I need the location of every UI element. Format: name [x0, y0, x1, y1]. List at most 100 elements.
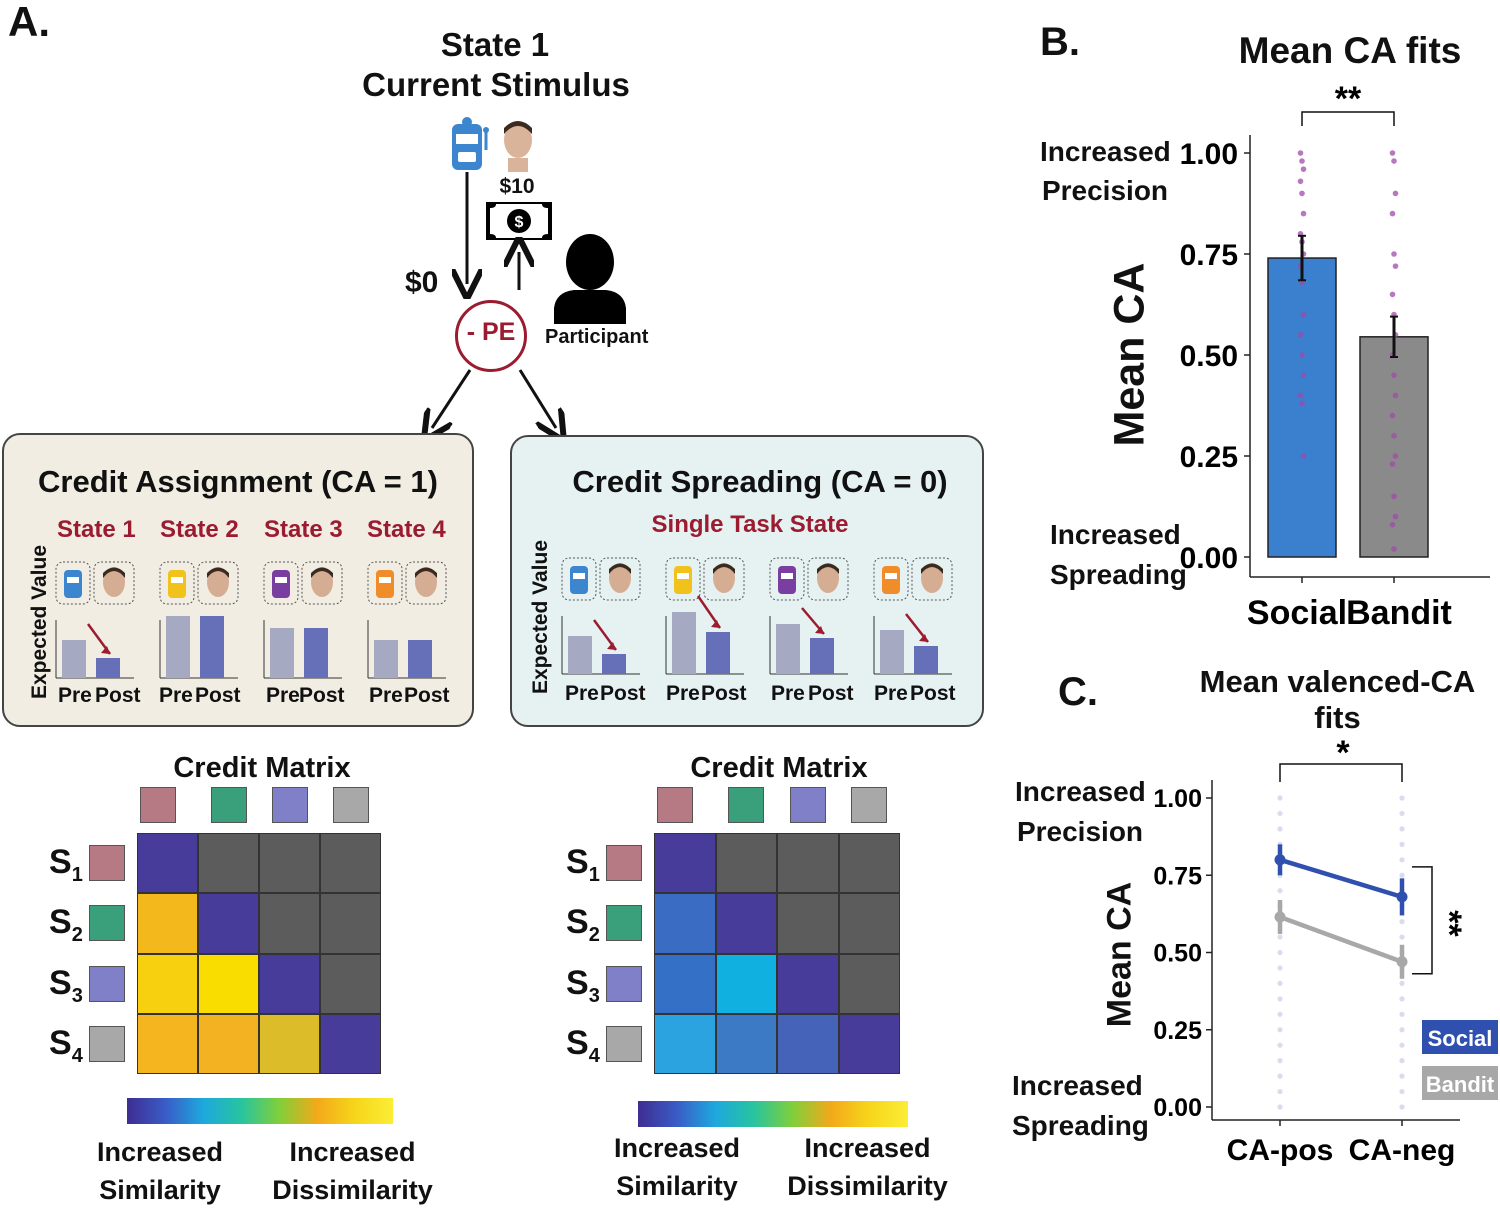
- pre-bar: [62, 640, 86, 678]
- row-state-swatch: [606, 1025, 642, 1062]
- post-bar: [96, 658, 120, 678]
- data-point: [1392, 263, 1399, 269]
- matrix-cell: [838, 833, 900, 894]
- state1-subtitle: Current Stimulus: [362, 66, 630, 103]
- data-point: [1300, 311, 1307, 318]
- row-state-label: S4: [566, 1023, 600, 1067]
- slot-window: [677, 573, 689, 579]
- matrix-cell: [320, 953, 381, 1014]
- x-tick-label: CA-pos: [1227, 1134, 1334, 1167]
- data-point: [1391, 546, 1397, 552]
- data-point: [1277, 1027, 1283, 1033]
- data-point: [1392, 190, 1399, 197]
- data-point: [1300, 372, 1307, 379]
- face-frame: [93, 561, 135, 605]
- ca-colorbar-right-label: Increased Dissimilarity: [272, 1137, 433, 1205]
- ca-colorbar: [127, 1098, 393, 1124]
- face-frame: [599, 557, 641, 601]
- cs-xlabel-pre-1: Pre: [565, 682, 599, 705]
- prediction-error-circle: [455, 300, 527, 372]
- slot-machine-icon: [674, 566, 692, 594]
- series-point-social: [1274, 854, 1286, 866]
- data-point: [1391, 372, 1397, 379]
- face-icon: [609, 563, 631, 593]
- pre-bar: [270, 628, 294, 678]
- data-point: [1391, 251, 1397, 257]
- face-icon: [921, 563, 943, 593]
- data-point: [1277, 810, 1283, 817]
- matrix-cell: [259, 953, 320, 1014]
- arrowhead: [711, 620, 720, 628]
- credit-spreading-box: [510, 435, 984, 727]
- hair: [921, 563, 943, 574]
- cs-colorbar-left-label: Increased Similarity: [613, 1133, 741, 1201]
- face-icon: [207, 567, 229, 597]
- data-point: [1297, 150, 1304, 156]
- data-point: [1389, 412, 1396, 419]
- data-point: [1277, 1073, 1283, 1079]
- slot-machine-icon: [168, 570, 186, 598]
- row-state-label: S2: [566, 903, 600, 947]
- ca-matrix-title: Credit Matrix: [173, 752, 351, 784]
- face-icon: [415, 567, 437, 597]
- matrix-cell: [137, 833, 198, 894]
- y-tick-label: 0.75: [1180, 239, 1238, 272]
- matrix-cell: [838, 953, 900, 1014]
- data-point: [1399, 857, 1405, 863]
- cs-xlabel-pre-3: Pre: [771, 682, 805, 705]
- row-state-label: S1: [49, 843, 83, 886]
- data-point: [1277, 826, 1283, 832]
- significance-bracket: [1279, 763, 1403, 782]
- y-tick-label: 0.00: [1153, 1094, 1202, 1122]
- row-state-swatch: [89, 905, 125, 942]
- data-point: [1389, 461, 1396, 467]
- post-bar: [706, 632, 730, 674]
- post-bar: [914, 646, 938, 674]
- row-state-label: S3: [49, 963, 83, 1007]
- data-point: [1399, 980, 1405, 986]
- matrix-cell: [838, 1013, 900, 1074]
- ca-state-1-label: State 1: [57, 516, 136, 543]
- data-point: [1399, 872, 1405, 878]
- data-point: [1277, 1088, 1283, 1095]
- slot-window: [573, 573, 585, 579]
- arrowhead: [815, 626, 824, 634]
- ca-xlabel-pre-1: Pre: [58, 684, 92, 707]
- data-point: [1399, 1027, 1405, 1033]
- row-state-subscript: 3: [588, 984, 600, 1007]
- ca-xlabel-pre-3: Pre: [266, 684, 300, 707]
- x-tick-label: CA-neg: [1349, 1134, 1456, 1167]
- ca-xlabel-post-4: Post: [404, 684, 450, 707]
- data-point: [1277, 934, 1283, 940]
- pre-bar: [776, 624, 800, 674]
- state1-title: State 1: [440, 26, 550, 63]
- data-point: [1391, 433, 1397, 439]
- row-state-label: S4: [49, 1023, 83, 1067]
- matrix-cell: [654, 1013, 716, 1074]
- credit-assignment-title: Credit Assignment (CA = 1): [38, 464, 438, 499]
- post-bar: [602, 654, 626, 674]
- ca-state-4-label: State 4: [367, 516, 446, 543]
- legend-swatch-bandit: [1422, 1066, 1498, 1100]
- pre-bar: [880, 630, 904, 674]
- ca-expected-value-bars: [55, 561, 447, 679]
- data-point: [1277, 996, 1283, 1002]
- post-bar: [810, 638, 834, 674]
- row-state-subscript: 3: [71, 984, 83, 1007]
- slot-window: [885, 573, 897, 579]
- y-tick-label: 0.50: [1180, 340, 1238, 373]
- participant-icon: [554, 234, 626, 324]
- series-point-bandit: [1274, 911, 1286, 923]
- cs-ylabel: Expected Value: [529, 539, 552, 695]
- data-point: [1399, 826, 1405, 832]
- slot-frame: [561, 557, 597, 601]
- data-point: [1277, 795, 1283, 801]
- slot-machine-icon: [272, 570, 290, 598]
- row-state-subscript: 4: [588, 1044, 600, 1067]
- single-task-state-label: Single Task State: [651, 511, 849, 538]
- post-bar: [200, 616, 224, 678]
- row-state-swatch: [606, 845, 642, 881]
- money-bill-icon: $: [486, 202, 552, 240]
- matrix-cell: [198, 953, 259, 1014]
